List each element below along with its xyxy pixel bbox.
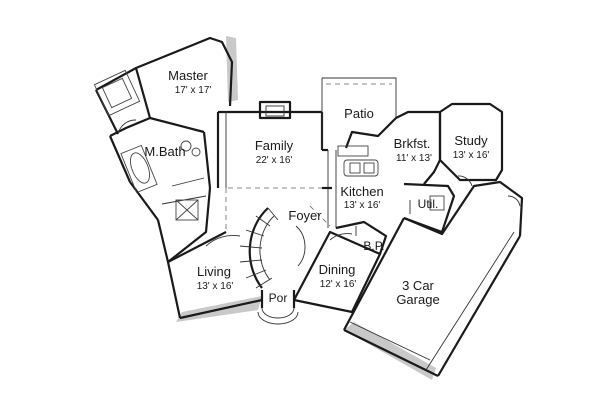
room-name-porch: Por — [269, 291, 288, 305]
room-name-util: Util. — [418, 197, 439, 211]
room-name-study: Study — [454, 133, 488, 148]
room-size-study: 13' x 16' — [453, 150, 490, 161]
spiral-staircase — [239, 207, 306, 289]
room-size-dining: 12' x 16' — [320, 279, 357, 290]
room-name-kitchen: Kitchen — [340, 184, 383, 199]
butler-pantry-walls — [335, 220, 388, 255]
room-name-family: Family — [255, 138, 294, 153]
room-name-master: Master — [168, 68, 208, 83]
study-walls — [438, 102, 504, 182]
fireplace-icon — [258, 100, 292, 120]
master-closet-fixtures — [93, 69, 141, 117]
room-name-living: Living — [197, 264, 231, 279]
room-size-master: 17' x 17' — [175, 85, 212, 96]
patio-walls — [321, 77, 397, 150]
room-name-garage-2: Garage — [396, 292, 439, 307]
room-name-brkfst: Brkfst. — [394, 136, 431, 151]
room-name-mbath: M.Bath — [144, 144, 185, 159]
master-bath-fixtures — [117, 119, 201, 221]
foyer-walls — [225, 188, 331, 232]
room-name-patio: Patio — [344, 106, 374, 121]
room-size-brkfst: 11' x 13' — [396, 153, 432, 164]
room-name-dining: Dining — [319, 262, 356, 277]
room-name-garage: 3 Car — [402, 278, 434, 293]
room-name-bp: B.P. — [363, 239, 384, 253]
room-size-living: 13' x 16' — [197, 281, 234, 292]
room-size-family: 22' x 16' — [256, 155, 293, 166]
room-labels: Master 17' x 17' M.Bath Family 22' x 16'… — [144, 68, 489, 307]
room-size-kitchen: 13' x 16' — [344, 200, 381, 211]
utility-walls — [403, 175, 473, 234]
room-name-foyer: Foyer — [288, 208, 322, 223]
garage-walls — [343, 180, 524, 377]
living-room-walls — [166, 231, 263, 320]
